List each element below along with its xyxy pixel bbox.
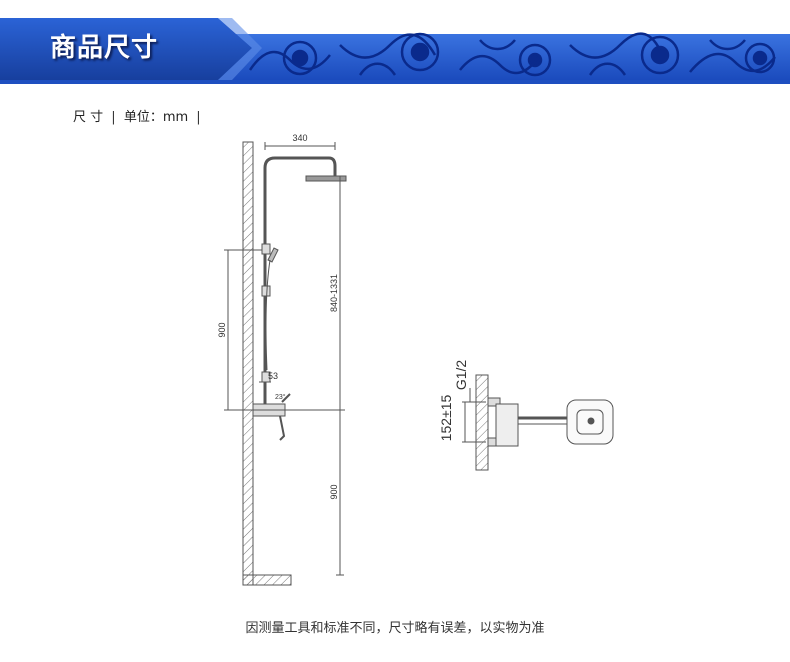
dim-angle: 23° [275, 393, 286, 401]
dim-adjustable-height: 840-1331 [329, 274, 339, 312]
side-wall [475, 374, 489, 471]
dim-inlet-spacing: 152±15 [438, 394, 454, 441]
label-separator: | [111, 110, 116, 125]
shower-arm [263, 156, 337, 176]
dim-rail-height: 900 [217, 322, 227, 337]
handle [281, 393, 291, 403]
floral-pattern [248, 32, 776, 77]
slide-bracket-lower [261, 285, 271, 297]
hose [265, 259, 271, 371]
inlet-upper [487, 397, 501, 407]
valve-body-side [495, 403, 519, 447]
slide-bracket [261, 243, 271, 255]
hand-shower [267, 247, 279, 263]
handle-plate-inner [576, 409, 604, 435]
label-separator-end: | [196, 110, 201, 125]
dim-valve-height: 900 [329, 484, 339, 499]
wall [242, 141, 254, 586]
side-view [462, 374, 614, 471]
front-view [224, 141, 347, 586]
dim-arm-width: 340 [292, 133, 307, 143]
size-unit-label: 尺 寸 | 单位：mm | [73, 106, 205, 125]
dim-bar-width: 53 [268, 371, 278, 381]
shower-head [305, 175, 347, 182]
floor [242, 574, 292, 586]
handle-knob [587, 417, 595, 425]
dim-thread: G1/2 [453, 360, 469, 391]
spout [279, 415, 286, 441]
banner-background [0, 18, 790, 84]
header-banner: 商品尺寸 [0, 0, 790, 86]
size-label-unit: 单位：mm [123, 110, 189, 125]
measurement-note: 因测量工具和标准不同，尺寸略有误差，以实物为准 [245, 621, 545, 636]
section-title: 商品尺寸 [50, 33, 159, 63]
size-label-name: 尺 寸 [73, 110, 104, 125]
